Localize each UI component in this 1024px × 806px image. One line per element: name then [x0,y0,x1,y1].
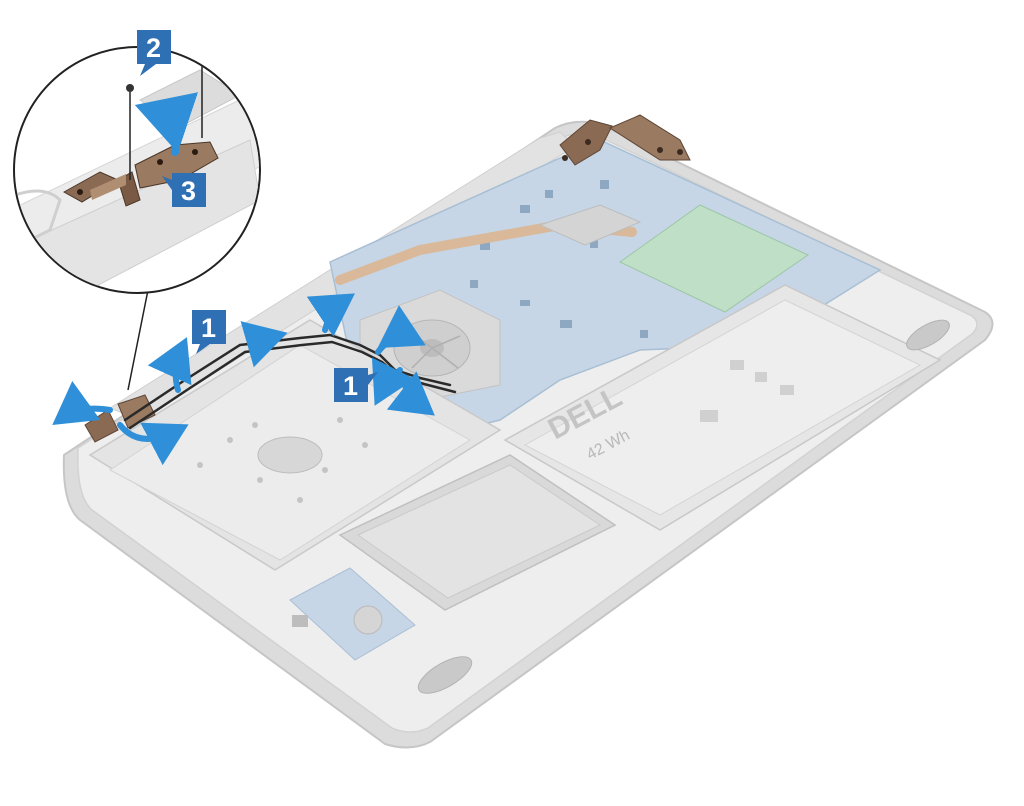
arrow-fan-curl-3 [386,371,435,416]
io-board [289,567,416,661]
step-callout-2: 2 [137,30,171,76]
step-number: 2 [146,33,161,63]
step-callout-1b: 1 [334,368,378,402]
step-number: 3 [181,176,196,206]
arrow-left-hinge-out [52,380,113,426]
right-hinge [559,114,691,166]
arrow-cable-up-1 [147,337,192,393]
step-number: 1 [343,371,358,401]
routing-arrows [52,293,435,466]
arrow-left-hinge-down [117,422,189,466]
step-callout-1a: 1 [192,310,226,354]
speakers [417,319,950,694]
zoom-leader-line [127,289,149,391]
hard-drive [338,454,617,611]
step-callout-3: 3 [162,173,206,207]
zoom-inset [13,46,261,391]
step-number: 1 [201,313,216,343]
arrow-lift-hinge [134,92,199,156]
arrow-cable-up-3 [306,293,355,337]
zoomed-hinge [62,141,219,207]
arrow-cable-up-2 [240,321,288,368]
arrow-fan-curl-1 [375,305,426,355]
